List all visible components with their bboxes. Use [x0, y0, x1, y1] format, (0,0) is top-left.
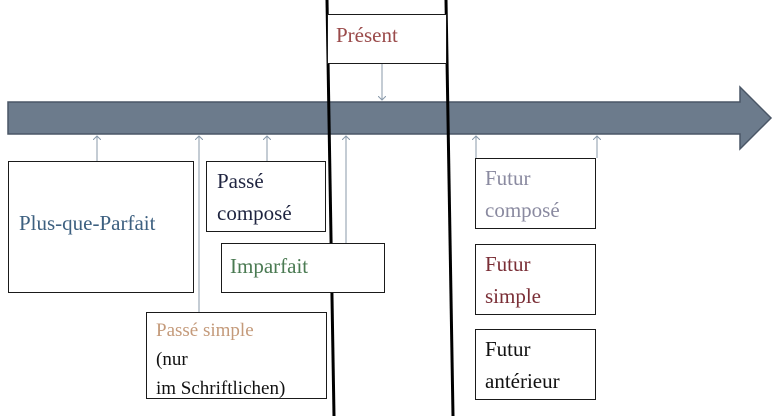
passe-simple-label: Passé simple	[156, 320, 254, 341]
passe-simple-note-line2: im Schriftlichen)	[156, 378, 286, 399]
futur-compose-label-line2: composé	[485, 198, 560, 222]
futur-simple-label-line1: Futur	[485, 252, 531, 276]
passe-compose-box: Passé composé	[206, 161, 326, 232]
present-label: Présent	[336, 23, 398, 47]
futur-compose-label-line1: Futur	[485, 166, 531, 190]
plus-que-parfait-label: Plus-que-Parfait	[19, 211, 156, 235]
passe-simple-line1: Passé simple (nur	[156, 316, 326, 374]
present-box: Présent	[327, 14, 447, 64]
futur-simple-box: Futur simple	[475, 244, 596, 315]
present-line-right	[444, 0, 455, 416]
passe-simple-box: Passé simple (nur im Schriftlichen)	[146, 312, 327, 399]
passe-compose-label-line2: composé	[217, 201, 292, 225]
futur-anterieur-label-line1: Futur	[485, 337, 531, 361]
imparfait-label: Imparfait	[230, 254, 309, 278]
futur-simple-label-line2: simple	[485, 284, 541, 308]
imparfait-box: Imparfait	[221, 243, 385, 293]
futur-compose-box: Futur composé	[475, 158, 596, 229]
passe-compose-label-line1: Passé	[217, 169, 264, 193]
present-line-left	[325, 0, 336, 416]
futur-anterieur-box: Futur antérieur	[475, 329, 596, 400]
timeline-arrow	[7, 85, 773, 151]
plus-que-parfait-box: Plus-que-Parfait	[8, 161, 194, 293]
passe-simple-note-line1: (nur	[156, 349, 188, 370]
futur-anterieur-label-line2: antérieur	[485, 369, 560, 393]
